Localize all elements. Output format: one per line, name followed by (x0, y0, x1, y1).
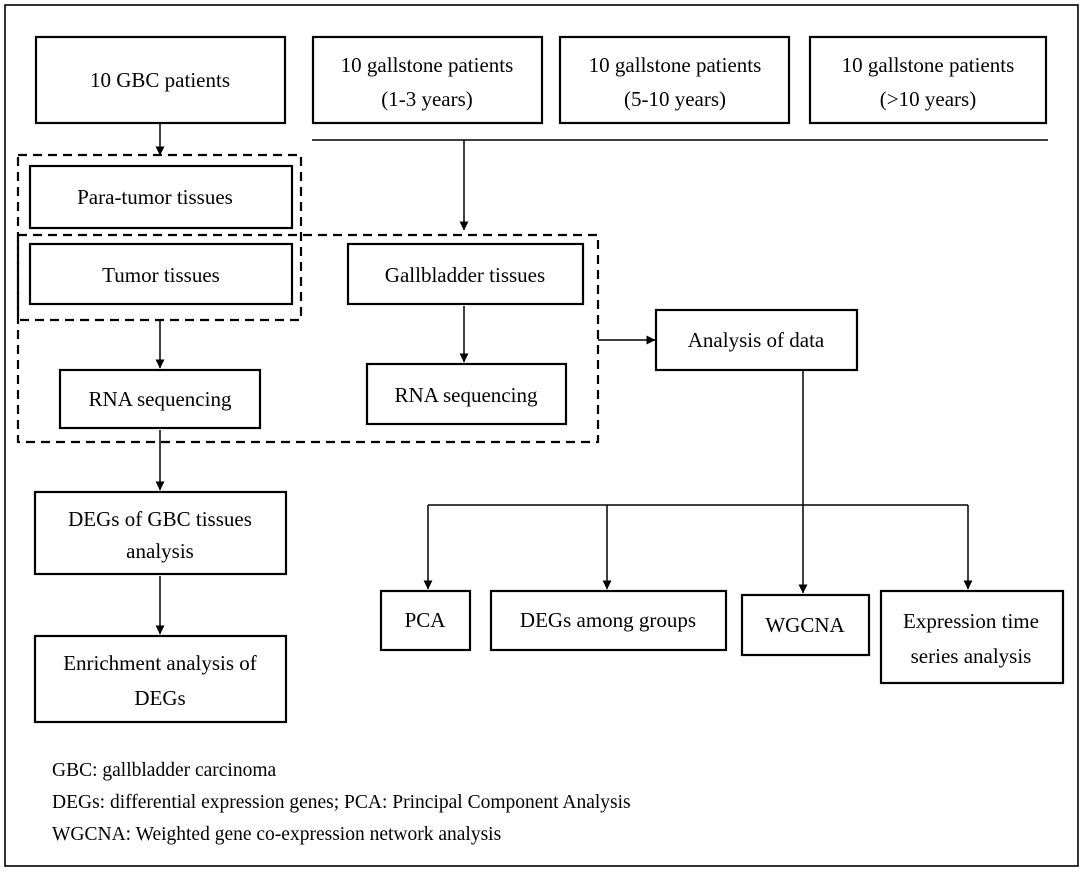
box-gallstone-1-3-years: 10 gallstone patients (1-3 years) (311, 35, 544, 125)
rna-left-label: RNA sequencing (89, 387, 232, 411)
box-wgcna: WGCNA (740, 593, 871, 657)
gallstone-1-label-line2: (1-3 years) (381, 87, 473, 111)
box-enrichment-analysis: Enrichment analysis of DEGs (33, 634, 288, 724)
rna-right-label: RNA sequencing (395, 383, 538, 407)
legend-gbc: GBC: gallbladder carcinoma (52, 760, 277, 781)
analysis-label: Analysis of data (688, 328, 825, 352)
box-para-tumor-tissues: Para-tumor tissues (28, 164, 294, 230)
gbc-patients-label: 10 GBC patients (90, 68, 230, 92)
tissue-group-wide (16, 233, 600, 444)
enrichment-label-line2: DEGs (134, 686, 185, 710)
gallstone-3-label-line1: 10 gallstone patients (842, 53, 1015, 77)
gallbladder-label: Gallbladder tissues (385, 263, 545, 287)
wgcna-label: WGCNA (765, 613, 845, 637)
gallstone-2-label-line2: (5-10 years) (624, 87, 726, 111)
para-tumor-label: Para-tumor tissues (77, 185, 233, 209)
box-rna-sequencing-right: RNA sequencing (365, 362, 568, 426)
box-tumor-tissues: Tumor tissues (28, 242, 294, 306)
time-series-label-line2: series analysis (911, 644, 1032, 668)
degs-groups-label: DEGs among groups (520, 608, 696, 632)
box-gbc-patients: 10 GBC patients (34, 35, 287, 125)
gallstone-3-label-line2: (>10 years) (880, 87, 976, 111)
pca-label: PCA (405, 608, 447, 632)
enrichment-label-line1: Enrichment analysis of (63, 651, 257, 675)
box-degs-gbc-tissues: DEGs of GBC tissues analysis (33, 490, 288, 576)
gallstone-1-label-line1: 10 gallstone patients (341, 53, 514, 77)
box-gallbladder-tissues: Gallbladder tissues (346, 242, 585, 306)
box-gallstone-over-10-years: 10 gallstone patients (>10 years) (808, 35, 1048, 125)
outer-frame (4, 4, 1079, 867)
gallstone-2-label-line1: 10 gallstone patients (589, 53, 762, 77)
box-pca: PCA (379, 589, 472, 652)
box-degs-among-groups: DEGs among groups (489, 589, 728, 652)
legend-wgcna: WGCNA: Weighted gene co-expression netwo… (52, 824, 501, 845)
box-expression-time-series: Expression time series analysis (879, 589, 1065, 685)
degs-gbc-label-line2: analysis (126, 539, 194, 563)
tumor-label: Tumor tissues (102, 263, 220, 287)
abbreviation-legend: GBC: gallbladder carcinoma DEGs: differe… (52, 760, 631, 845)
time-series-label-line1: Expression time (903, 609, 1039, 633)
box-analysis-of-data: Analysis of data (654, 308, 859, 372)
legend-degs-pca: DEGs: differential expression genes; PCA… (52, 792, 631, 813)
box-rna-sequencing-left: RNA sequencing (58, 368, 262, 430)
degs-gbc-label-line1: DEGs of GBC tissues (68, 507, 252, 531)
box-gallstone-5-10-years: 10 gallstone patients (5-10 years) (558, 35, 791, 125)
